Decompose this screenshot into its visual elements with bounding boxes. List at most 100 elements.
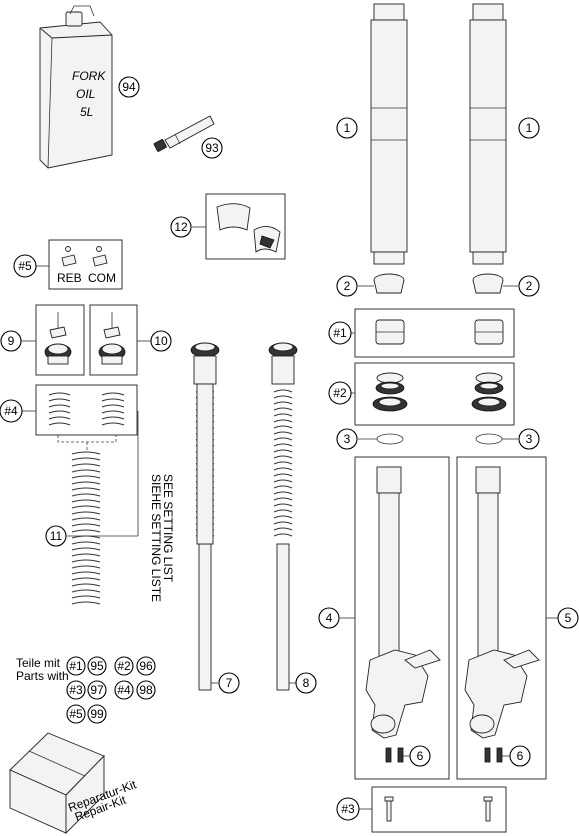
svg-text:#3: #3 bbox=[69, 683, 83, 697]
svg-text:7: 7 bbox=[226, 676, 233, 690]
repair-kit-box bbox=[9, 732, 105, 835]
callout-2-right: 2 bbox=[518, 275, 540, 297]
svg-text:#4: #4 bbox=[117, 683, 131, 697]
protector-left bbox=[373, 273, 405, 294]
svg-text:6: 6 bbox=[517, 749, 524, 763]
svg-text:#5: #5 bbox=[18, 259, 32, 273]
svg-text:99: 99 bbox=[90, 707, 104, 721]
ring-left bbox=[376, 433, 404, 445]
legend-kit-3: #3 bbox=[66, 680, 86, 700]
callout-kit-5: #5 bbox=[13, 254, 37, 278]
cap-box-10 bbox=[89, 304, 138, 376]
seals bbox=[372, 372, 507, 412]
callout-1-right: 1 bbox=[518, 117, 540, 139]
svg-text:1: 1 bbox=[526, 121, 533, 135]
callout-3-right: 3 bbox=[518, 428, 540, 450]
svg-text:1: 1 bbox=[344, 121, 351, 135]
spring-kit-box bbox=[35, 384, 138, 436]
callout-5: 5 bbox=[557, 607, 579, 629]
svg-text:97: 97 bbox=[90, 683, 104, 697]
bushing-parts bbox=[216, 203, 281, 253]
legend-kit-4: #4 bbox=[114, 680, 134, 700]
oil-can-line1: FORK bbox=[72, 69, 106, 83]
inner-tube-box-5 bbox=[456, 456, 547, 780]
kit-2-box bbox=[354, 362, 515, 426]
adjuster-reb-label: REB bbox=[57, 271, 82, 285]
kit-3-box bbox=[371, 786, 507, 833]
fork-spring-11 bbox=[71, 451, 101, 605]
cartridge-cap-9 bbox=[44, 312, 72, 365]
cartridge-cap-10 bbox=[98, 312, 126, 365]
callout-7: 7 bbox=[218, 672, 240, 694]
legend-kit-5: #5 bbox=[66, 704, 86, 724]
damper-cartridge-7 bbox=[190, 342, 220, 691]
callout-kit-2: #2 bbox=[328, 381, 352, 405]
adjuster-box bbox=[48, 239, 123, 290]
svg-text:96: 96 bbox=[139, 659, 153, 673]
callout-1-left: 1 bbox=[336, 117, 358, 139]
callout-10: 10 bbox=[150, 330, 172, 352]
guide-bushings bbox=[375, 319, 504, 345]
callout-kit-4: #4 bbox=[0, 399, 23, 423]
svg-text:#1: #1 bbox=[333, 326, 347, 340]
callout-94: 94 bbox=[118, 76, 140, 98]
legend-kit-1: #1 bbox=[66, 656, 86, 676]
svg-text:98: 98 bbox=[139, 683, 153, 697]
svg-text:4: 4 bbox=[326, 611, 333, 625]
setting-list-line1: SIEHE SETTING LISTE bbox=[149, 474, 163, 602]
legend-title-en: Parts with bbox=[16, 669, 69, 683]
inner-tube-left bbox=[365, 466, 441, 763]
cap-box-9 bbox=[35, 304, 85, 376]
svg-text:#3: #3 bbox=[341, 802, 355, 816]
legend-num-99: 99 bbox=[87, 704, 107, 724]
setting-list-line2: SEE SETTING LIST bbox=[161, 474, 175, 583]
callout-kit-3: #3 bbox=[336, 797, 360, 821]
outer-tube-right bbox=[469, 3, 507, 265]
svg-text:6: 6 bbox=[417, 749, 424, 763]
adjuster-screws bbox=[61, 246, 108, 267]
svg-text:#1: #1 bbox=[69, 659, 83, 673]
svg-text:#4: #4 bbox=[4, 404, 18, 418]
svg-text:95: 95 bbox=[90, 659, 104, 673]
svg-text:10: 10 bbox=[154, 334, 168, 348]
svg-text:11: 11 bbox=[50, 529, 63, 543]
legend-title-de: Teile mit bbox=[16, 656, 61, 670]
svg-text:9: 9 bbox=[8, 334, 15, 348]
short-springs bbox=[48, 392, 125, 426]
damper-cartridge-8 bbox=[268, 342, 298, 691]
legend-num-98: 98 bbox=[136, 680, 156, 700]
callout-11: 11 bbox=[45, 525, 67, 547]
ring-right bbox=[475, 433, 503, 445]
svg-text:5: 5 bbox=[565, 611, 572, 625]
callout-9: 9 bbox=[0, 330, 22, 352]
callout-2-left: 2 bbox=[336, 275, 358, 297]
svg-text:93: 93 bbox=[205, 141, 219, 155]
protector-right bbox=[472, 273, 504, 294]
oil-can-line3: 5L bbox=[80, 105, 93, 119]
bushing-box bbox=[205, 193, 286, 260]
callout-4: 4 bbox=[318, 607, 340, 629]
oil-can-line2: OIL bbox=[76, 87, 95, 101]
bottom-bolts bbox=[384, 796, 493, 822]
legend-num-97: 97 bbox=[87, 680, 107, 700]
fork-oil-can: FORK OIL 5L bbox=[39, 5, 113, 169]
svg-text:3: 3 bbox=[344, 432, 351, 446]
callout-12: 12 bbox=[170, 216, 192, 238]
svg-text:12: 12 bbox=[174, 220, 188, 234]
callout-8: 8 bbox=[295, 672, 317, 694]
svg-text:2: 2 bbox=[344, 279, 351, 293]
svg-text:8: 8 bbox=[303, 676, 310, 690]
grease-tube bbox=[153, 115, 215, 152]
svg-text:94: 94 bbox=[122, 80, 136, 94]
setting-list-note: SIEHE SETTING LISTE SEE SETTING LIST bbox=[149, 474, 175, 602]
svg-text:2: 2 bbox=[526, 279, 533, 293]
callout-6-left: 6 bbox=[409, 745, 431, 767]
svg-text:#2: #2 bbox=[117, 659, 131, 673]
callout-kit-1: #1 bbox=[328, 321, 352, 345]
inner-tube-box-4 bbox=[354, 456, 450, 780]
svg-text:#5: #5 bbox=[69, 707, 83, 721]
legend-num-96: 96 bbox=[136, 656, 156, 676]
callout-6-right: 6 bbox=[509, 745, 531, 767]
legend-kit-2: #2 bbox=[114, 656, 134, 676]
